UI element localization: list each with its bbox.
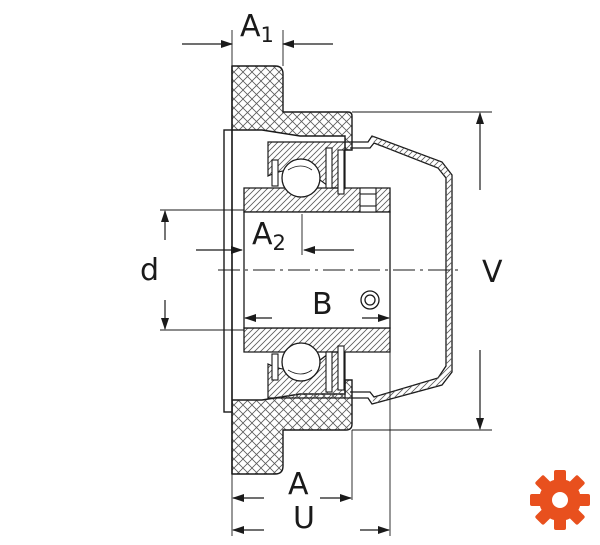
grease-hole <box>360 290 380 310</box>
set-screw <box>359 187 377 213</box>
end-cover <box>345 135 453 405</box>
seals <box>271 147 345 393</box>
gear-icon <box>530 470 590 530</box>
dim-label-a2: A2 <box>252 217 286 255</box>
dim-label-v: V <box>482 255 503 290</box>
bearing-balls <box>281 158 321 382</box>
dim-label-d: d <box>140 253 159 288</box>
extension-lines <box>160 30 492 536</box>
dim-label-b: B <box>312 287 333 322</box>
dim-label-a1: A1 <box>240 9 274 47</box>
dim-label-u: U <box>293 501 315 536</box>
dimension-labels: A1 A2 B d V A U <box>140 9 503 536</box>
dimension-lines <box>161 40 484 534</box>
dim-label-a: A <box>288 467 309 502</box>
housing-flange <box>223 65 353 475</box>
